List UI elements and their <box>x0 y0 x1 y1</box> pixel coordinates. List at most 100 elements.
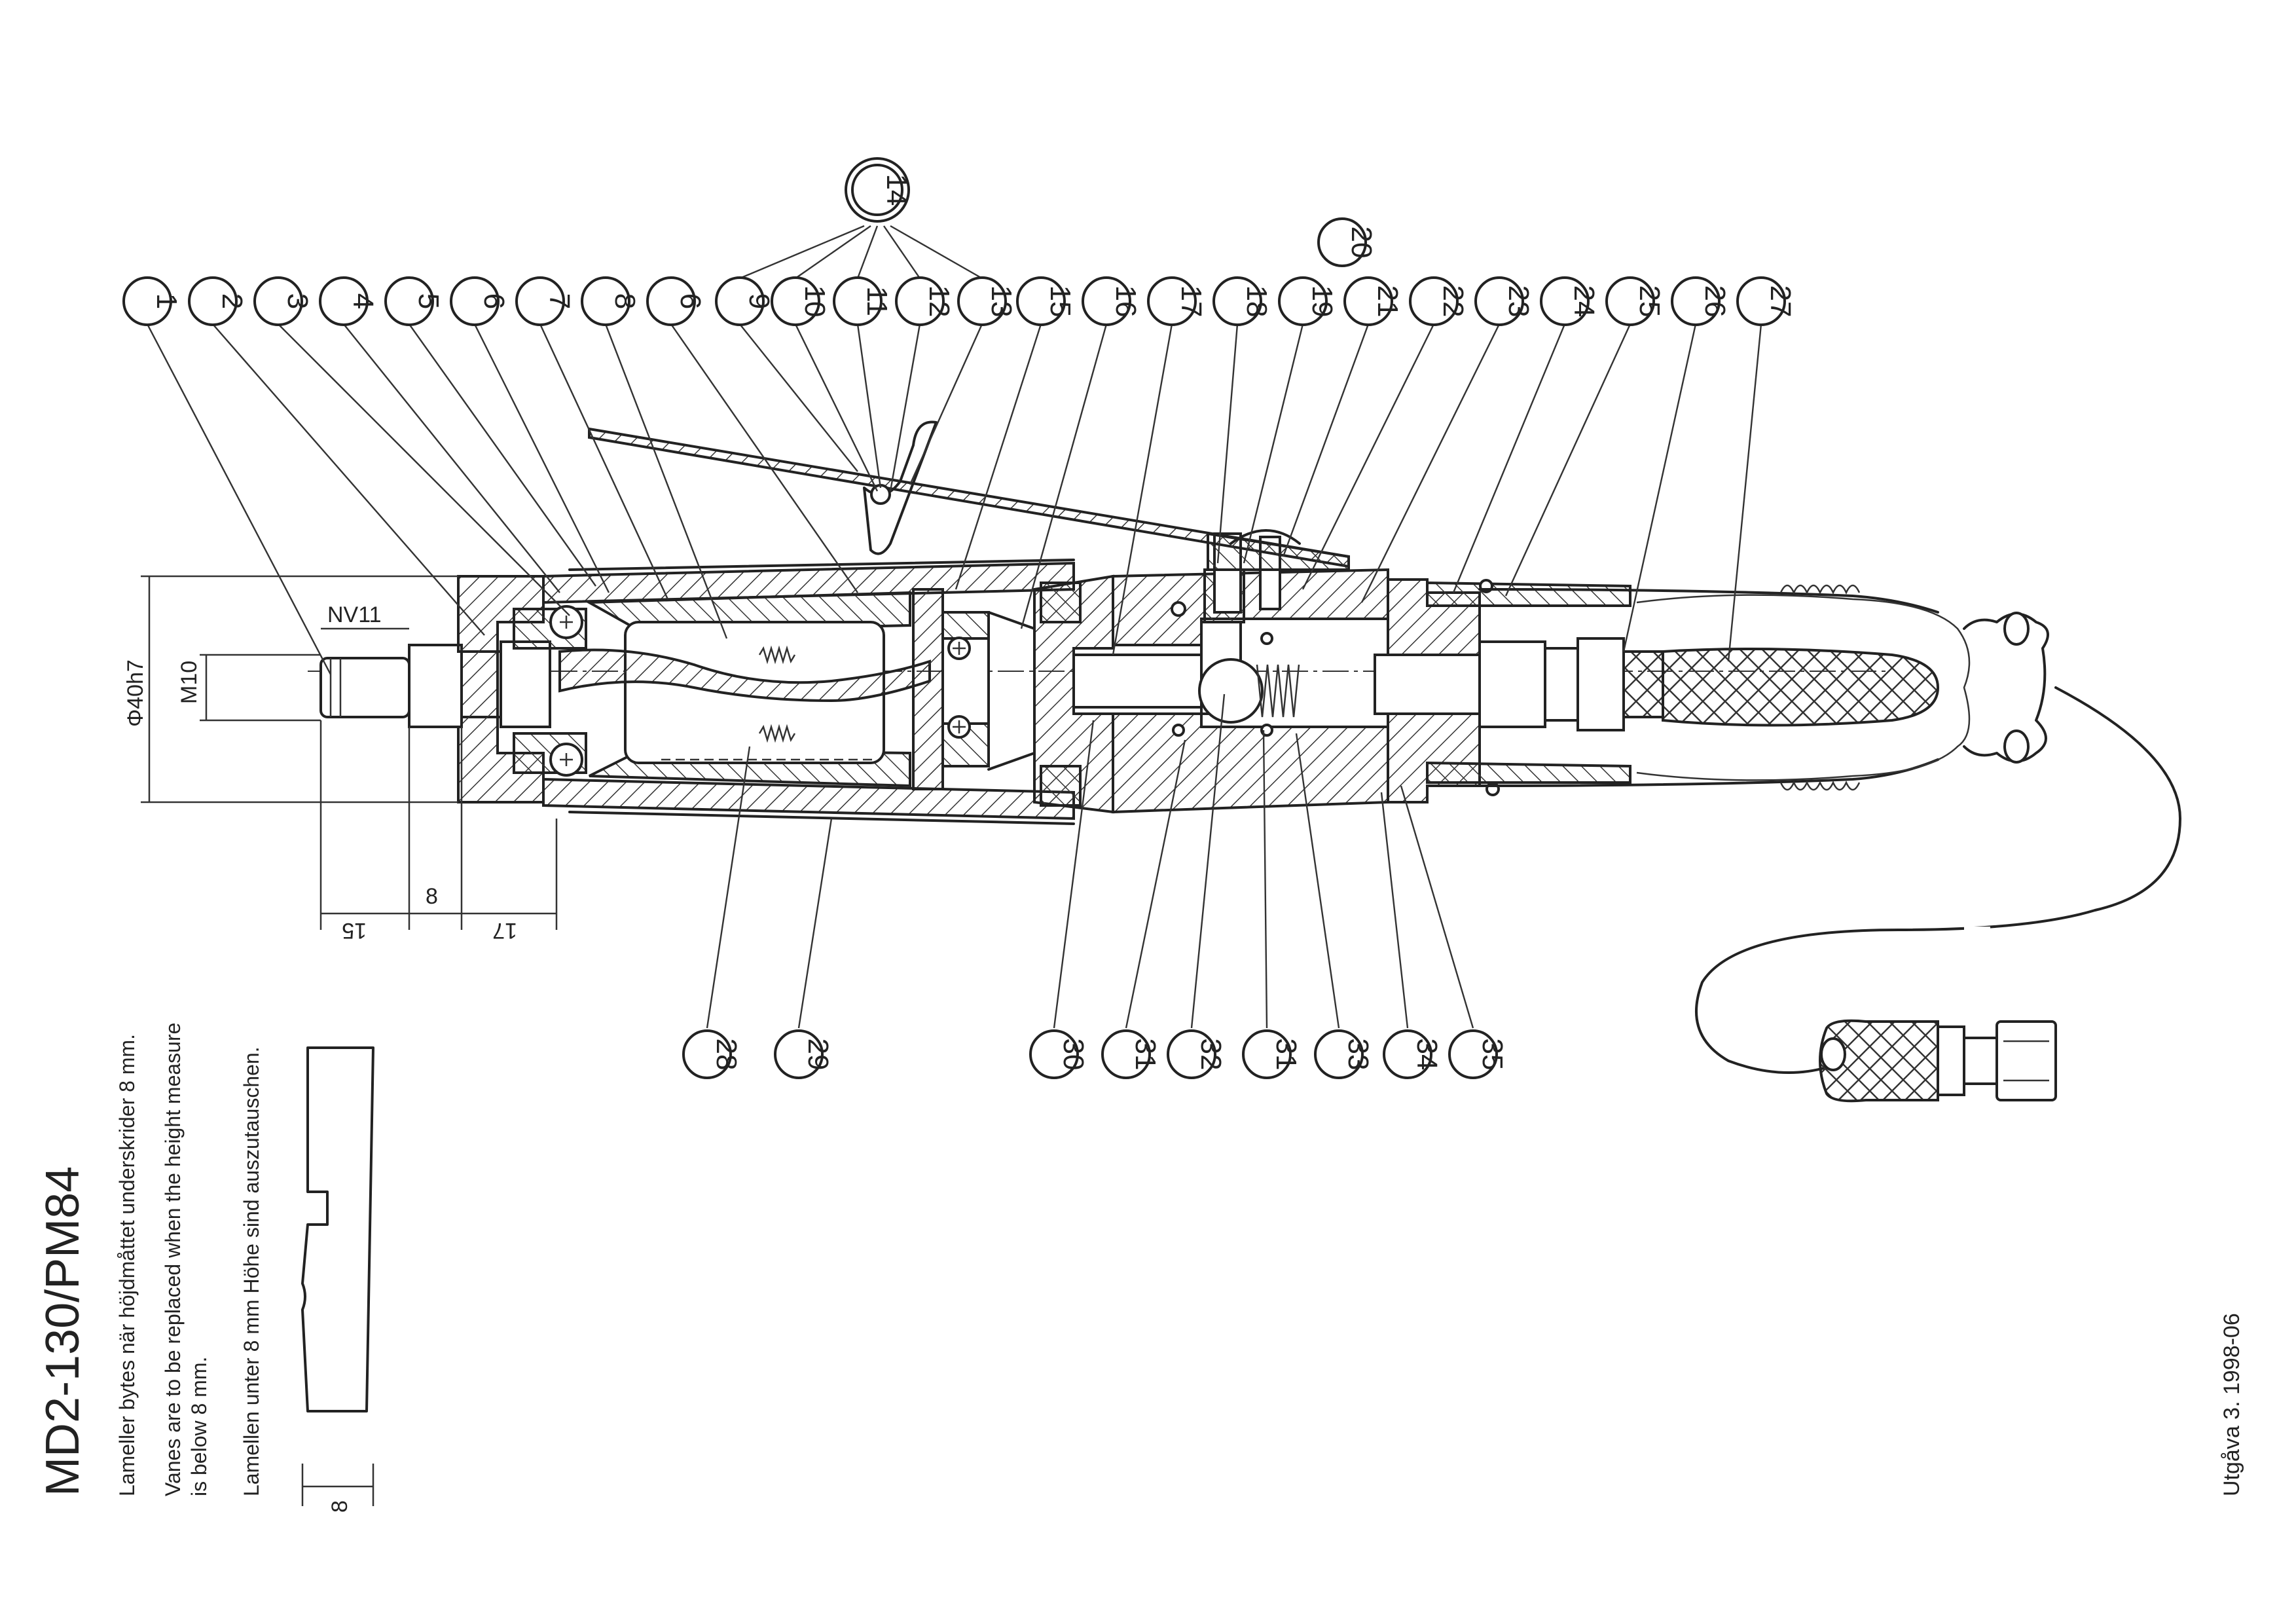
leader-lines <box>146 225 1762 1029</box>
svg-text:7: 7 <box>543 293 575 309</box>
document-title: MD2-130/PM84 <box>37 1166 89 1496</box>
svg-text:27: 27 <box>1764 286 1796 318</box>
svg-text:33: 33 <box>1342 1039 1374 1071</box>
balloon-10: 10 <box>771 276 831 326</box>
note-english-line2: is below 8 mm. <box>187 1357 211 1496</box>
valve-housing <box>1033 568 1389 814</box>
balloon-26: 26 <box>1671 276 1731 326</box>
thread-dimension: M10 <box>177 661 202 704</box>
svg-text:10: 10 <box>799 286 831 318</box>
balloon-4: 4 <box>319 276 379 326</box>
note-german: Lamellen unter 8 mm Höhe sind auszutausc… <box>240 1046 263 1496</box>
balloon-20: 20 <box>1317 217 1377 267</box>
svg-text:9: 9 <box>743 293 775 309</box>
svg-text:20: 20 <box>1345 227 1377 259</box>
balloon-24: 24 <box>1540 276 1600 326</box>
note-english-line1: Vanes are to be replaced when the height… <box>161 1023 185 1496</box>
svg-text:23: 23 <box>1503 286 1535 318</box>
svg-text:18: 18 <box>1241 286 1273 318</box>
svg-text:12: 12 <box>923 286 955 318</box>
output-spindle <box>319 640 551 728</box>
balloon-11: 11 <box>833 276 893 326</box>
balloon-9: 9 <box>715 276 775 326</box>
svg-text:21: 21 <box>1372 286 1404 318</box>
note-swedish: Lameller bytes när höjdmåttet underskrid… <box>115 1034 139 1496</box>
svg-text:15: 15 <box>1044 286 1076 318</box>
hose-coupling <box>1819 1019 2057 1103</box>
edition-date: Utgåva 3. 1998-06 <box>2219 1313 2244 1496</box>
svg-text:26: 26 <box>1699 286 1731 318</box>
balloon-28: 28 <box>682 1029 742 1079</box>
balloon-31: 31 <box>1101 1029 1161 1079</box>
title-block: MD2-130/PM84 Lameller bytes när höjdmått… <box>37 1023 2244 1496</box>
balloon-25: 25 <box>1605 276 1666 326</box>
svg-text:19: 19 <box>1306 286 1338 318</box>
balloon-14: 14 <box>845 157 913 223</box>
balloon-12: 12 <box>895 276 955 326</box>
balloon-8: 8 <box>581 276 641 326</box>
svg-text:3: 3 <box>282 293 314 309</box>
svg-text:32: 32 <box>1195 1039 1227 1071</box>
svg-text:24: 24 <box>1568 286 1600 318</box>
balloon-29: 29 <box>774 1029 834 1079</box>
balloon-30: 30 <box>1029 1029 1089 1079</box>
rotor-cylinder <box>558 591 931 788</box>
svg-text:22: 22 <box>1437 286 1469 318</box>
balloon-32: 32 <box>1167 1029 1227 1079</box>
balloon-7: 7 <box>515 276 575 326</box>
dimensions: Φ40h7 M10 NV11 15 8 17 8 <box>123 575 558 1513</box>
balloon-6b: 6 <box>646 276 706 326</box>
balloon-13: 13 <box>957 276 1017 326</box>
rear-inlet-housing <box>1374 578 1664 803</box>
balloons: 1 2 3 4 5 6 7 8 6 9 10 11 12 13 14 15 16… <box>122 157 1796 1079</box>
rear-end-plate <box>912 588 1036 790</box>
balloon-35: 35 <box>1448 1029 1508 1079</box>
front-housing <box>457 575 587 803</box>
balloon-17: 17 <box>1147 276 1207 326</box>
vane-height-dimension: 8 <box>327 1500 352 1513</box>
svg-text:14: 14 <box>881 174 913 206</box>
balloon-5: 5 <box>384 276 445 326</box>
vane-detail <box>301 1046 374 1506</box>
length-c-dimension: 17 <box>492 918 517 943</box>
svg-text:6: 6 <box>674 293 706 309</box>
balloon-3: 3 <box>253 276 314 326</box>
balloon-34: 34 <box>1383 1029 1443 1079</box>
svg-text:5: 5 <box>412 293 445 309</box>
balloon-31b: 31 <box>1242 1029 1302 1079</box>
balloon-21: 21 <box>1343 276 1404 326</box>
svg-text:31: 31 <box>1270 1039 1302 1071</box>
svg-text:31: 31 <box>1129 1039 1161 1071</box>
svg-text:34: 34 <box>1411 1039 1443 1071</box>
balloon-1: 1 <box>122 276 183 326</box>
length-a-dimension: 15 <box>342 918 367 943</box>
svg-text:4: 4 <box>347 293 379 309</box>
svg-text:16: 16 <box>1110 286 1142 318</box>
svg-text:6: 6 <box>478 293 510 309</box>
balloon-6: 6 <box>450 276 510 326</box>
balloon-33: 33 <box>1314 1029 1374 1079</box>
svg-text:25: 25 <box>1633 286 1666 318</box>
tool-cross-section <box>301 420 2181 1506</box>
length-b-dimension: 8 <box>426 884 438 909</box>
svg-text:30: 30 <box>1057 1039 1089 1071</box>
balloon-23: 23 <box>1474 276 1535 326</box>
svg-text:11: 11 <box>861 286 893 316</box>
wrench-dimension: NV11 <box>327 602 382 627</box>
svg-text:28: 28 <box>710 1039 742 1071</box>
throttle-lever <box>588 420 1350 571</box>
svg-text:29: 29 <box>802 1039 834 1071</box>
balloon-22: 22 <box>1409 276 1469 326</box>
balloon-18: 18 <box>1212 276 1273 326</box>
svg-text:13: 13 <box>985 286 1017 318</box>
balloon-16: 16 <box>1082 276 1142 326</box>
balloon-19: 19 <box>1278 276 1338 326</box>
diameter-dimension: Φ40h7 <box>123 659 148 727</box>
svg-text:8: 8 <box>609 293 641 309</box>
hose-and-grip <box>1478 584 2181 1074</box>
svg-text:2: 2 <box>216 293 248 309</box>
svg-text:35: 35 <box>1476 1039 1508 1071</box>
svg-text:1: 1 <box>151 293 183 309</box>
balloon-15: 15 <box>1016 276 1076 326</box>
